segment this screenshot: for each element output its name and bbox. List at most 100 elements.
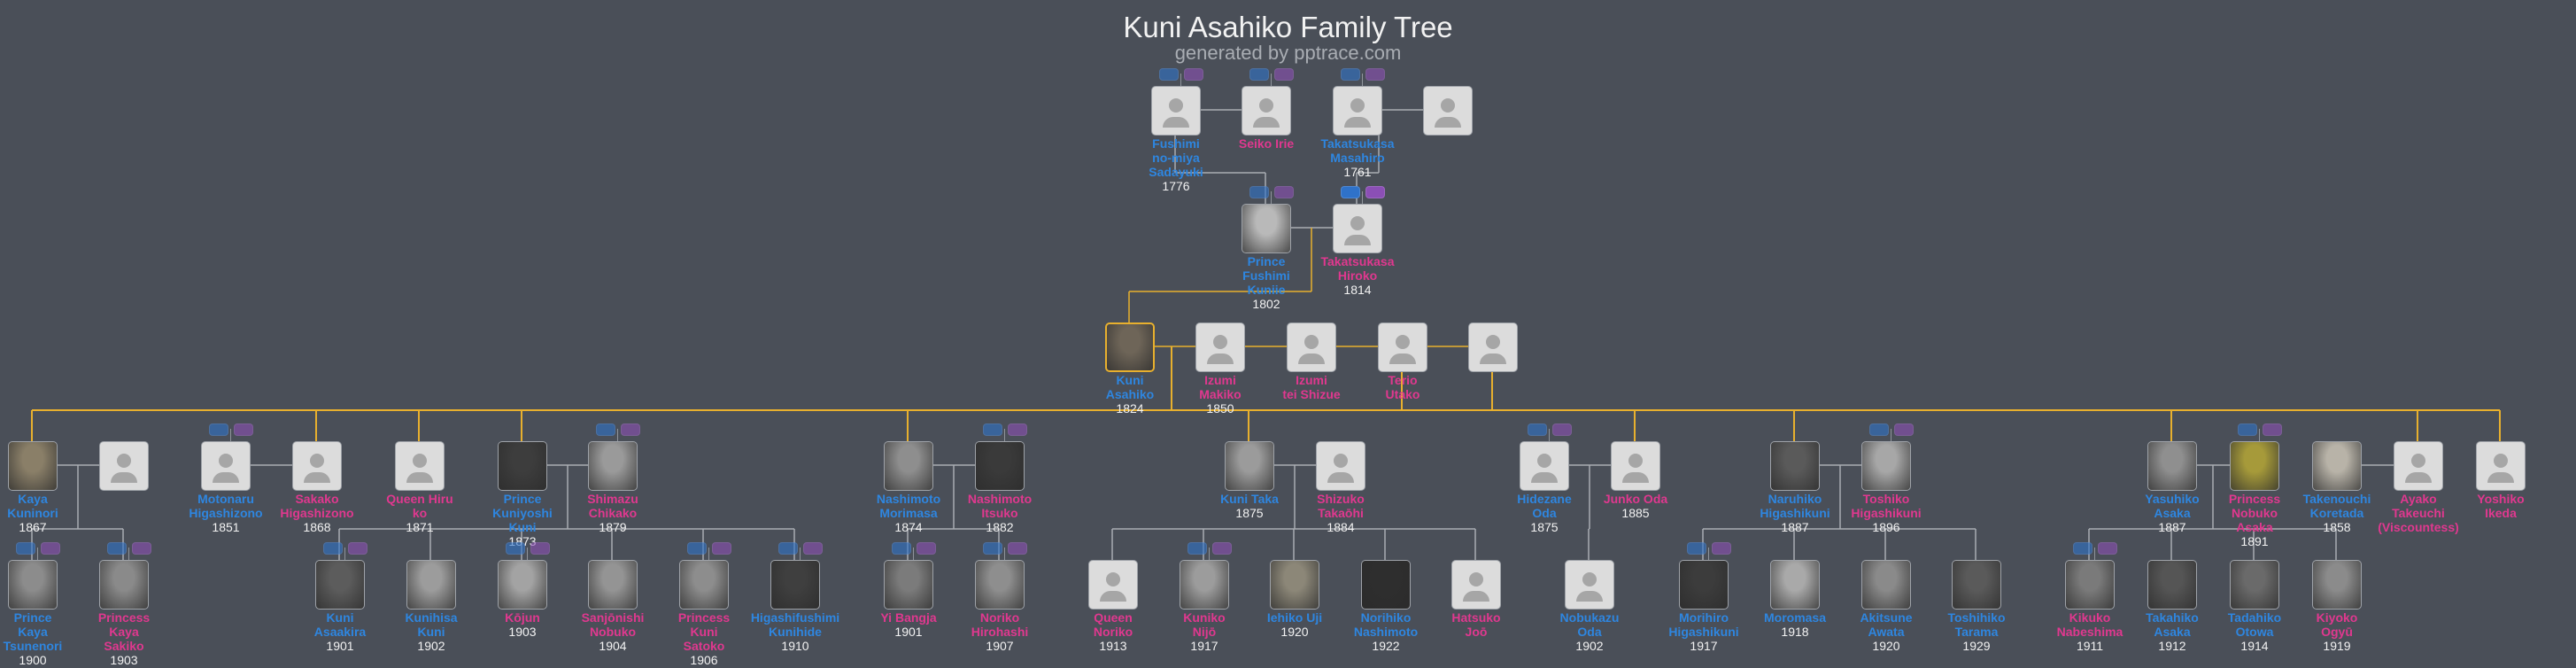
avatar-placeholder-icon[interactable] (1520, 441, 1569, 491)
expand-mother-button[interactable] (621, 423, 640, 436)
expand-father-button[interactable] (2073, 542, 2093, 555)
expand-father-button[interactable] (778, 542, 798, 555)
person-name: Nashimoto (876, 492, 941, 506)
avatar-placeholder-icon[interactable] (1333, 204, 1382, 253)
person-photo[interactable] (1105, 322, 1155, 372)
avatar-placeholder-icon[interactable] (1468, 322, 1518, 372)
expand-mother-button[interactable] (1274, 68, 1294, 81)
expand-mother-button[interactable] (2263, 423, 2282, 436)
expand-father-button[interactable] (1528, 423, 1547, 436)
avatar-placeholder-icon[interactable] (99, 441, 149, 491)
expand-father-button[interactable] (323, 542, 343, 555)
avatar-placeholder-icon[interactable] (1316, 441, 1365, 491)
expand-mother-button[interactable] (1008, 423, 1027, 436)
expand-mother-button[interactable] (1365, 68, 1385, 81)
expand-father-button[interactable] (596, 423, 615, 436)
person-photo[interactable] (1270, 560, 1319, 610)
avatar-placeholder-icon[interactable] (1451, 560, 1501, 610)
avatar-placeholder-icon[interactable] (1287, 322, 1336, 372)
expand-mother-button[interactable] (803, 542, 823, 555)
person-photo[interactable] (1679, 560, 1729, 610)
expand-father-button[interactable] (983, 423, 1002, 436)
expand-mother-button[interactable] (234, 423, 253, 436)
avatar-placeholder-icon[interactable] (1242, 86, 1291, 136)
avatar-placeholder-icon[interactable] (1195, 322, 1245, 372)
expand-mother-button[interactable] (1274, 186, 1294, 198)
avatar-placeholder-icon[interactable] (1088, 560, 1138, 610)
person-photo[interactable] (1861, 560, 1911, 610)
expand-father-button[interactable] (1249, 68, 1269, 81)
expand-mother-button[interactable] (348, 542, 367, 555)
expand-mother-button[interactable] (132, 542, 151, 555)
avatar-placeholder-icon[interactable] (2476, 441, 2526, 491)
expand-mother-button[interactable] (1212, 542, 1232, 555)
expand-father-button[interactable] (1187, 542, 1207, 555)
person-photo[interactable] (679, 560, 729, 610)
avatar-placeholder-icon[interactable] (2394, 441, 2443, 491)
avatar-placeholder-icon[interactable] (292, 441, 342, 491)
person-photo[interactable] (975, 560, 1025, 610)
expand-father-button[interactable] (1249, 186, 1269, 198)
person-photo[interactable] (588, 441, 638, 491)
person-photo[interactable] (2312, 560, 2362, 610)
person-photo[interactable] (588, 560, 638, 610)
person-photo[interactable] (2230, 560, 2279, 610)
person-photo[interactable] (8, 441, 58, 491)
person-photo[interactable] (99, 560, 149, 610)
expand-father-button[interactable] (1341, 186, 1360, 198)
expand-mother-button[interactable] (2098, 542, 2117, 555)
expand-father-button[interactable] (983, 542, 1002, 555)
expand-father-button[interactable] (1687, 542, 1706, 555)
avatar-placeholder-icon[interactable] (1151, 86, 1201, 136)
expand-father-button[interactable] (506, 542, 525, 555)
expand-father-button[interactable] (892, 542, 911, 555)
person-photo[interactable] (2312, 441, 2362, 491)
expand-mother-button[interactable] (1184, 68, 1203, 81)
person-photo[interactable] (884, 560, 933, 610)
expand-father-button[interactable] (1869, 423, 1889, 436)
person-photo[interactable] (1770, 560, 1820, 610)
expand-mother-button[interactable] (1008, 542, 1027, 555)
expand-mother-button[interactable] (41, 542, 60, 555)
expand-mother-button[interactable] (1365, 186, 1385, 198)
person-photo[interactable] (406, 560, 456, 610)
expand-father-button[interactable] (687, 542, 707, 555)
expand-mother-button[interactable] (530, 542, 550, 555)
person-photo[interactable] (2147, 560, 2197, 610)
avatar-placeholder-icon[interactable] (1611, 441, 1660, 491)
expand-father-button[interactable] (209, 423, 228, 436)
expand-father-button[interactable] (107, 542, 127, 555)
expand-father-button[interactable] (1341, 68, 1360, 81)
expand-mother-button[interactable] (1894, 423, 1914, 436)
person-photo[interactable] (2147, 441, 2197, 491)
person-photo[interactable] (1861, 441, 1911, 491)
person-photo[interactable] (498, 441, 547, 491)
person-photo[interactable] (8, 560, 58, 610)
avatar-placeholder-icon[interactable] (201, 441, 251, 491)
person-photo[interactable] (1361, 560, 1411, 610)
avatar-placeholder-icon[interactable] (1378, 322, 1427, 372)
person-photo[interactable] (1770, 441, 1820, 491)
expand-mother-button[interactable] (1552, 423, 1572, 436)
avatar-placeholder-icon[interactable] (1565, 560, 1614, 610)
avatar-placeholder-icon[interactable] (395, 441, 445, 491)
person-photo[interactable] (1952, 560, 2001, 610)
person-photo[interactable] (1180, 560, 1229, 610)
person-photo[interactable] (2065, 560, 2115, 610)
avatar-placeholder-icon[interactable] (1333, 86, 1382, 136)
person-photo[interactable] (975, 441, 1025, 491)
person-photo[interactable] (498, 560, 547, 610)
expand-mother-button[interactable] (1712, 542, 1731, 555)
avatar-placeholder-icon[interactable] (1423, 86, 1473, 136)
person-photo[interactable] (1225, 441, 1274, 491)
expand-mother-button[interactable] (712, 542, 731, 555)
person-photo[interactable] (2230, 441, 2279, 491)
expand-mother-button[interactable] (917, 542, 936, 555)
expand-father-button[interactable] (16, 542, 35, 555)
person-photo[interactable] (1242, 204, 1291, 253)
expand-father-button[interactable] (2238, 423, 2257, 436)
person-photo[interactable] (884, 441, 933, 491)
person-photo[interactable] (770, 560, 820, 610)
expand-father-button[interactable] (1159, 68, 1179, 81)
person-photo[interactable] (315, 560, 365, 610)
